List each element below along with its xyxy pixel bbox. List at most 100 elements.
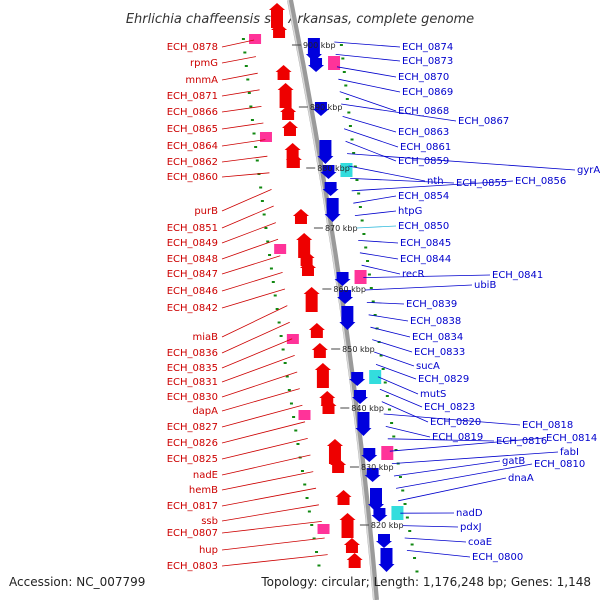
- orf-tick-left: [300, 470, 304, 472]
- orf-tick-right: [410, 543, 414, 546]
- scale-label: 850 kbp: [342, 345, 375, 354]
- gene-label-right: ECH_0867: [458, 116, 509, 127]
- gene-label-right: ECH_0868: [398, 106, 449, 117]
- gene-label-right: ECH_0874: [402, 42, 453, 53]
- gene-colour-block: [274, 244, 287, 254]
- gene-leader-line: [351, 180, 514, 192]
- orf-tick-right: [352, 152, 356, 154]
- gene-label-right: ECH_0834: [412, 332, 463, 343]
- gene-colour-block: [249, 34, 262, 44]
- gene-label-left: ECH_0803: [167, 561, 218, 572]
- gene-label-right: ECH_0873: [402, 56, 453, 67]
- orf-tick-right: [355, 179, 359, 181]
- orf-tick-left: [292, 416, 296, 418]
- gene-label-left: ssb: [201, 516, 218, 527]
- gene-label-right: ECH_0855: [456, 178, 507, 189]
- forward-gene-block: [316, 370, 329, 388]
- gene-label-left: ECH_0848: [167, 254, 218, 265]
- gene-leader-line: [342, 116, 397, 133]
- gene-label-right: ECH_0833: [414, 347, 465, 358]
- forward-gene-block: [332, 465, 345, 473]
- scale-label: 860 kbp: [333, 285, 366, 294]
- gene-leader-line: [221, 72, 258, 81]
- gene-colour-block: [259, 132, 272, 142]
- forward-gene-block: [294, 216, 307, 224]
- forward-gene-arrow: [292, 209, 309, 216]
- gene-colour-block: [391, 506, 404, 520]
- gene-label-right: gyrA: [577, 165, 600, 176]
- gene-colour-block: [369, 370, 382, 384]
- gene-colour-block: [298, 410, 311, 420]
- gene-label-right: ECH_0816: [496, 436, 547, 447]
- reverse-gene-block: [314, 102, 327, 109]
- gene-label-right: ECH_0841: [492, 270, 543, 281]
- reverse-gene-arrow: [320, 172, 337, 179]
- gene-leader-line: [363, 274, 491, 278]
- orf-tick-right: [394, 449, 398, 451]
- gene-label-left: ECH_0849: [167, 238, 218, 249]
- reverse-gene-arrow: [351, 397, 368, 404]
- forward-gene-block: [287, 160, 300, 168]
- orf-tick-right: [366, 260, 370, 262]
- reverse-gene-arrow: [364, 475, 381, 482]
- gene-leader-line: [335, 54, 401, 62]
- gene-leader-line: [356, 225, 397, 229]
- gene-label-right: ECH_0861: [400, 142, 451, 153]
- gene-label-right: htpG: [398, 206, 422, 217]
- orf-tick-right: [387, 408, 391, 411]
- orf-tick-left: [285, 375, 289, 378]
- reverse-gene-block: [336, 272, 349, 279]
- forward-gene-block: [271, 10, 284, 28]
- gene-leader-line: [398, 477, 507, 502]
- orf-tick-left: [305, 497, 309, 499]
- gene-leader-line: [221, 321, 290, 354]
- gene-label-left: ECH_0864: [167, 141, 218, 152]
- gene-leader-line: [221, 537, 325, 551]
- gene-label-right: ECH_0854: [398, 191, 449, 202]
- orf-tick-left: [259, 186, 263, 189]
- orf-tick-right: [401, 489, 405, 492]
- orf-tick-right: [362, 233, 366, 235]
- gene-leader-line: [353, 195, 397, 204]
- map-title: Ehrlichia chaffeensis str. Arkansas, com…: [126, 12, 474, 27]
- gene-label-right: ECH_0845: [400, 238, 451, 249]
- gene-label-left: ECH_0871: [167, 91, 218, 102]
- orf-tick-right: [350, 138, 354, 141]
- gene-leader-line: [358, 240, 399, 244]
- forward-gene-arrow: [346, 553, 363, 560]
- gene-leader-line: [359, 252, 399, 260]
- forward-gene-arrow: [330, 458, 347, 465]
- forward-gene-block: [300, 258, 313, 266]
- gene-leader-line: [221, 421, 306, 444]
- gene-leader-line: [221, 172, 270, 178]
- orf-tick-left: [264, 227, 268, 229]
- gene-label-right: ECH_0844: [400, 254, 451, 265]
- gene-label-left: ECH_0817: [167, 501, 218, 512]
- orf-tick-left: [281, 348, 285, 351]
- orf-tick-left: [312, 537, 316, 540]
- orf-tick-left: [249, 105, 253, 108]
- reverse-gene-arrow: [339, 322, 356, 330]
- reverse-gene-block: [319, 140, 332, 156]
- gene-leader-line: [387, 438, 495, 442]
- gene-leader-line: [393, 460, 501, 477]
- forward-gene-arrow: [269, 3, 286, 10]
- scale-label: 900 kbp: [303, 41, 336, 50]
- genome-backbone-highlight: [287, 0, 375, 600]
- accession-text: Accession: NC_007799: [9, 575, 145, 589]
- gene-leader-line: [366, 302, 405, 305]
- gene-leader-line: [221, 106, 262, 113]
- orf-tick-left: [271, 281, 275, 283]
- forward-gene-arrow: [335, 490, 352, 497]
- gene-leader-line: [368, 314, 409, 322]
- reverse-gene-arrow: [378, 564, 395, 572]
- gene-label-left: ECH_0827: [167, 422, 218, 433]
- forward-gene-block: [279, 90, 292, 108]
- gene-leader-line: [389, 437, 545, 452]
- gene-label-left: ECH_0847: [167, 269, 218, 280]
- reverse-gene-arrow: [317, 156, 334, 164]
- reverse-gene-block: [377, 534, 390, 541]
- forward-gene-arrow: [284, 143, 301, 150]
- gene-leader-line: [341, 103, 457, 122]
